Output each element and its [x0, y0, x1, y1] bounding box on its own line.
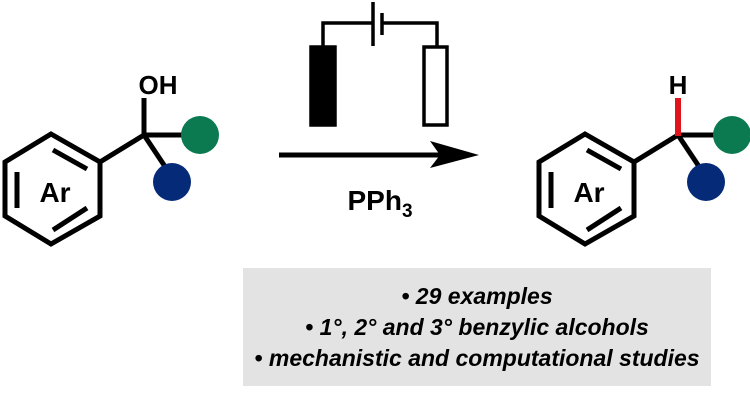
- hydrogen-label: H: [669, 70, 688, 100]
- green-substituent: [713, 116, 750, 154]
- blue-substituent: [153, 163, 191, 201]
- hydroxyl-label: OH: [139, 70, 178, 100]
- summary-item: • 29 examples: [401, 282, 553, 309]
- reactant-molecule: [2, 98, 200, 247]
- reactant-ring-label: Ar: [39, 177, 70, 208]
- summary-item: • mechanistic and computational studies: [254, 344, 700, 371]
- electrochemical-cell-icon: [309, 2, 449, 127]
- green-substituent: [181, 116, 219, 154]
- blue-substituent: [687, 163, 725, 201]
- reaction-arrow: [279, 141, 479, 168]
- anode-electrode: [309, 45, 337, 127]
- cathode-electrode: [422, 45, 449, 127]
- summary-item: • 1°, 2° and 3° benzylic alcohols: [305, 313, 649, 340]
- reagent-label: PPh3: [347, 185, 412, 222]
- product-molecule: [536, 131, 732, 247]
- summary-box: • 29 examples • 1°, 2° and 3° benzylic a…: [243, 268, 711, 386]
- product-ring-label: Ar: [573, 177, 604, 208]
